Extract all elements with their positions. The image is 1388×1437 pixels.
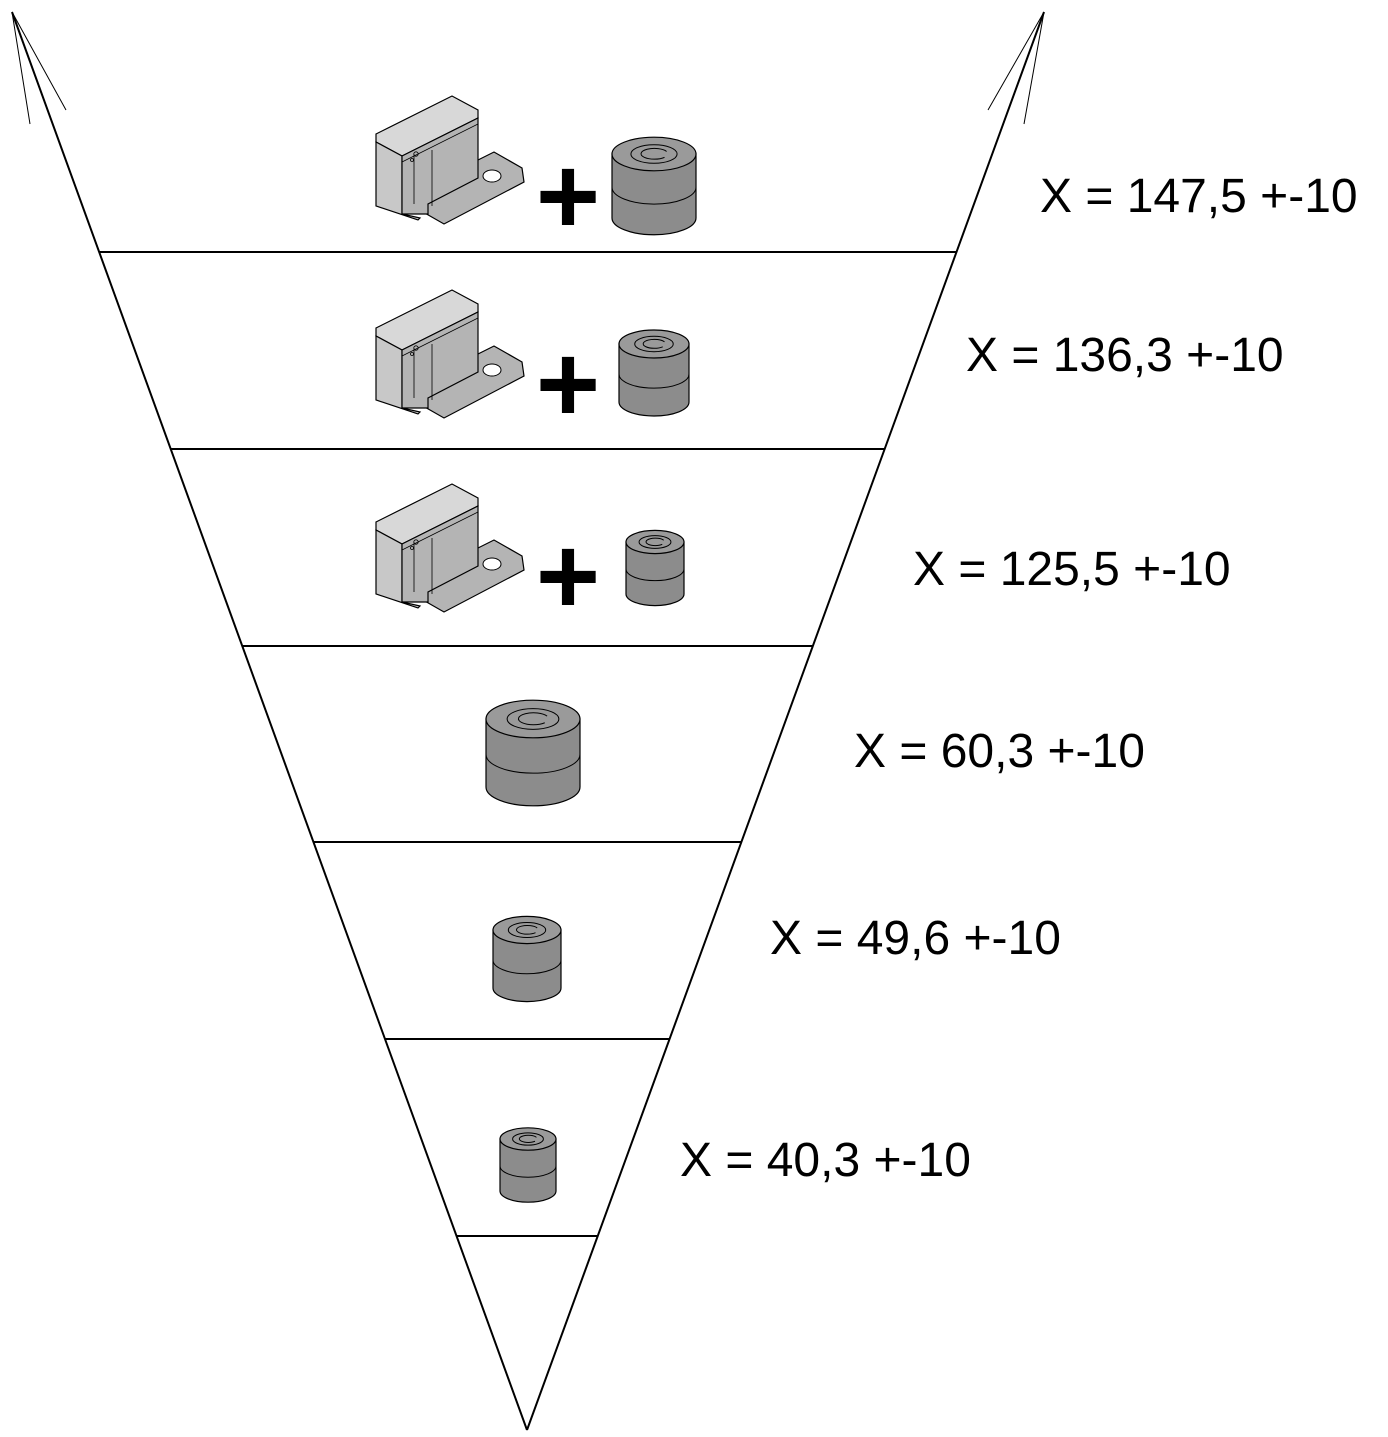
level-label: X = 147,5 +-10 (1040, 170, 1358, 223)
level-label: X = 125,5 +-10 (913, 543, 1231, 596)
plus-sign: + (536, 515, 600, 638)
level-dividers (99, 251, 957, 1237)
funnel-right-edge (526, 11, 1045, 1431)
level-label: X = 49,6 +-10 (770, 912, 1061, 965)
weight-icon (499, 1127, 557, 1203)
plus-sign: + (536, 135, 600, 258)
left-arrowhead-icon (11, 11, 67, 125)
funnel-left-edge (11, 11, 528, 1431)
plus-sign: + (536, 323, 600, 446)
weight-icon (485, 699, 581, 807)
weight-icon (611, 136, 697, 236)
funnel-outline (11, 11, 1045, 1431)
right-arrowhead-icon (987, 11, 1045, 125)
level-icons: + + + (375, 95, 697, 1203)
level-label: X = 60,3 +-10 (854, 725, 1145, 778)
level-label: X = 40,3 +-10 (680, 1134, 971, 1187)
level-labels: X = 147,5 +-10 X = 136,3 +-10 X = 125,5 +-… (680, 170, 1358, 1187)
weight-icon (492, 915, 562, 1003)
bracket-icon (375, 483, 525, 613)
weight-icon (625, 529, 685, 607)
bracket-icon (375, 289, 525, 419)
weight-icon (618, 329, 690, 417)
bracket-icon (375, 95, 525, 225)
level-label: X = 136,3 +-10 (966, 329, 1284, 382)
